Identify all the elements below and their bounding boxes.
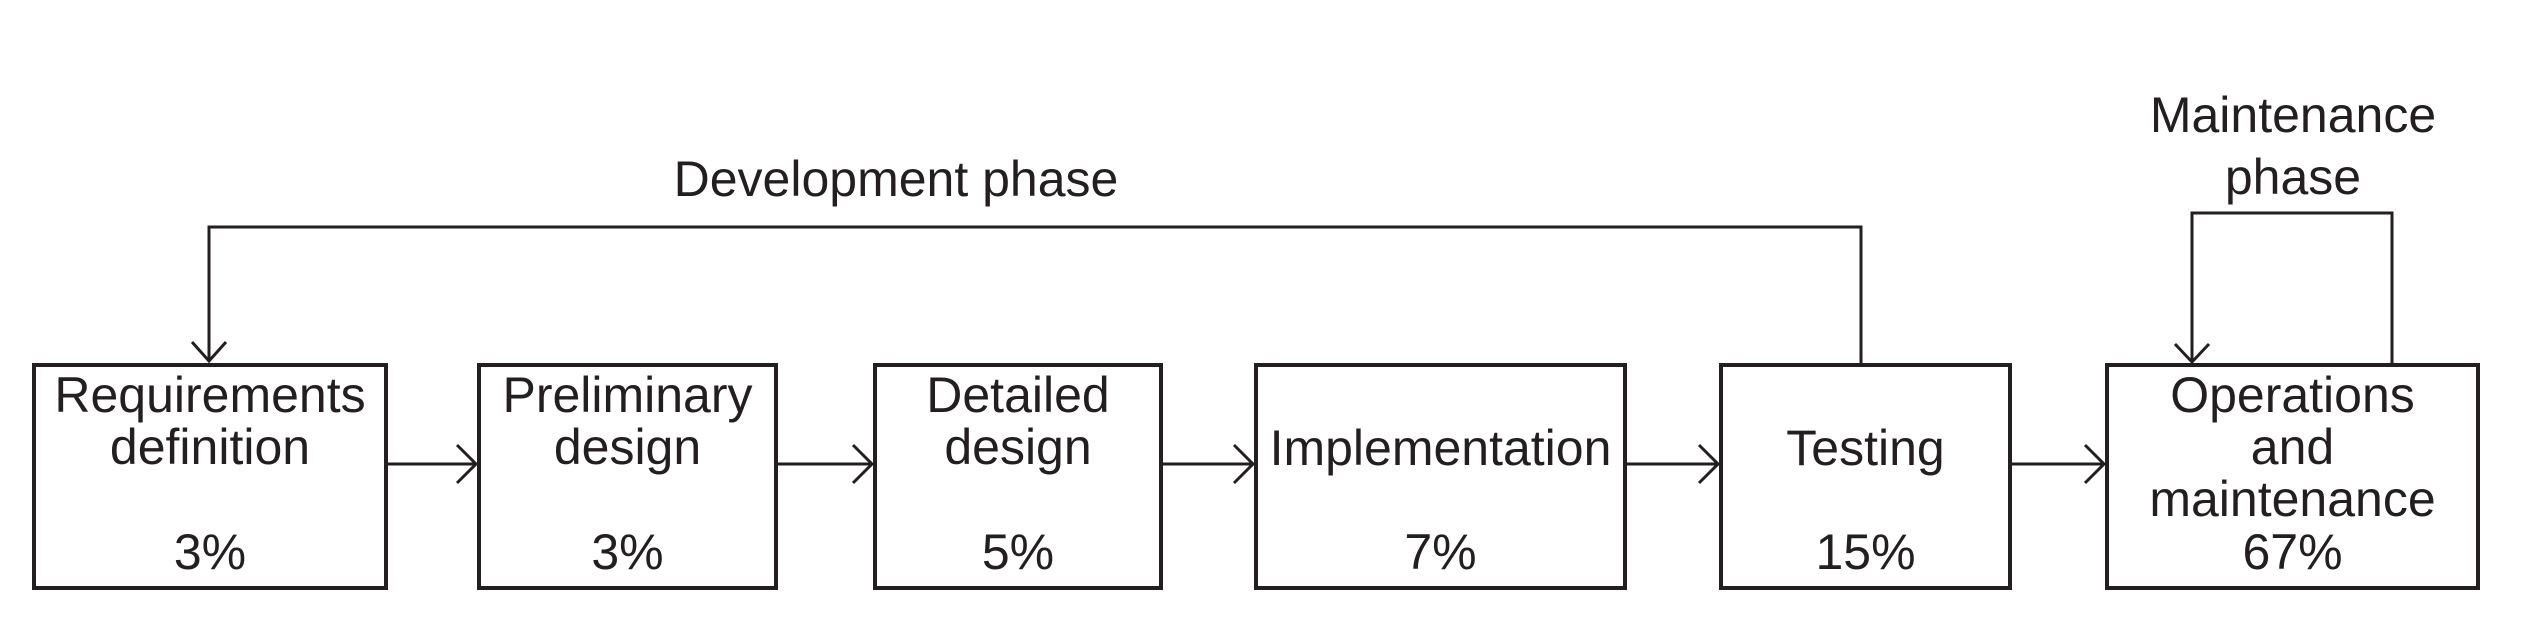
phase-box-label: Requirements definition <box>54 367 366 475</box>
phase-box-requirements-definition: Requirements definition 3% <box>32 363 388 590</box>
connector-3-arrowhead-icon <box>1232 443 1256 485</box>
phase-box-percentage: 15% <box>1815 524 1916 580</box>
phase-box-testing: Testing 15% <box>1719 363 2012 590</box>
phase-box-percentage: 3% <box>591 524 664 580</box>
phase-box-label: Preliminary design <box>502 367 753 475</box>
phase-box-label: Testing <box>1786 419 1945 476</box>
maintenance-phase-label: Maintenance phase <box>2149 87 2437 205</box>
connector-2-arrowhead-icon <box>851 443 875 485</box>
connector-1-arrowhead-icon <box>455 443 479 485</box>
connector-5-arrowhead-icon <box>2083 443 2107 485</box>
phase-box-percentage: 67% <box>2242 524 2343 580</box>
phase-box-detailed-design: Detailed design 5% <box>873 363 1163 590</box>
development-phase-label: Development phase <box>673 151 1119 207</box>
development-bracket-line <box>207 225 1863 363</box>
maintenance-bracket-line <box>2190 211 2394 363</box>
phase-box-percentage: 7% <box>1404 524 1477 580</box>
phase-box-percentage: 3% <box>173 524 247 580</box>
phase-box-operations-and-maintenance: Operations and maintenance 67% <box>2105 363 2480 590</box>
development-arrowhead-icon <box>190 340 228 364</box>
phase-box-percentage: 5% <box>981 524 1055 580</box>
phase-box-label: Implementation <box>1269 419 1612 476</box>
phase-box-label: Operations and maintenance <box>2149 367 2436 527</box>
connector-4-arrowhead-icon <box>1697 443 1721 485</box>
maintenance-arrowhead-icon <box>2173 342 2211 365</box>
phase-box-implementation: Implementation 7% <box>1254 363 1627 590</box>
phase-box-label: Detailed design <box>926 367 1110 475</box>
phase-box-preliminary-design: Preliminary design 3% <box>477 363 778 590</box>
